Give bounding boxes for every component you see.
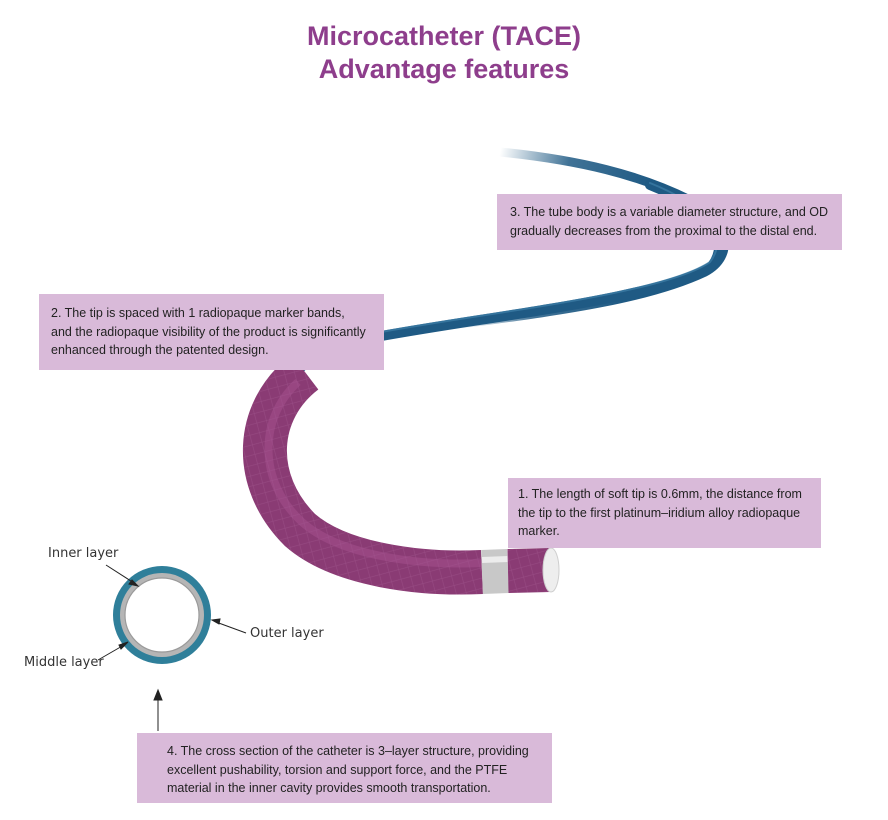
middle-layer-arrowhead — [118, 641, 129, 650]
page-title: Microcatheter (TACE) Advantage features — [0, 20, 888, 86]
catheter-tip-opening — [542, 547, 560, 593]
title-line-1: Microcatheter (TACE) — [306, 21, 582, 51]
catheter-distal-shading — [264, 379, 483, 568]
callout-soft-tip: 1. The length of soft tip is 0.6mm, the … — [508, 478, 821, 548]
callout-line: excellent pushability, torsion and suppo… — [167, 762, 508, 777]
callout-line: 3. The tube body is a variable diameter … — [510, 205, 828, 219]
inner-layer-leader — [105, 564, 135, 584]
outer-layer-leader — [215, 621, 247, 634]
callout-three-layer-structure: 4. The cross section of the catheter is … — [137, 733, 552, 803]
callout-variable-diameter: 3. The tube body is a variable diameter … — [497, 194, 842, 250]
middle-layer-leader — [97, 644, 125, 661]
middle-layer-label: Middle layer — [24, 655, 104, 670]
callout-line: gradually decreases from the proximal to… — [510, 223, 818, 238]
outer-layer-label: Outer layer — [250, 626, 324, 641]
catheter-distal-weave — [242, 354, 484, 595]
callout-radiopaque-marker: 2. The tip is spaced with 1 radiopaque m… — [39, 294, 384, 370]
callout-line: and the radiopaque visibility of the pro… — [51, 324, 366, 339]
inner-layer-ring — [124, 577, 200, 653]
radiopaque-marker-highlight — [481, 556, 509, 563]
callout-line: 4. The cross section of the catheter is … — [167, 744, 529, 758]
callout-4-arrowhead — [153, 688, 163, 701]
callout-line: marker. — [518, 524, 560, 538]
callout-line: 1. The length of soft tip is 0.6mm, the … — [518, 487, 802, 501]
callout-line: material in the inner cavity provides sm… — [167, 781, 491, 795]
callout-line: enhanced through the patented design. — [51, 343, 269, 357]
outer-layer-arrowhead — [210, 618, 221, 625]
callout-line: the tip to the first platinum–iridium al… — [518, 505, 801, 520]
inner-layer-arrowhead — [128, 579, 140, 587]
callout-line: 2. The tip is spaced with 1 radiopaque m… — [51, 306, 345, 320]
radiopaque-marker-band — [481, 549, 509, 594]
title-line-2: Advantage features — [318, 54, 570, 84]
inner-layer-label: Inner layer — [48, 546, 119, 561]
cross-section-diagram — [113, 566, 211, 664]
